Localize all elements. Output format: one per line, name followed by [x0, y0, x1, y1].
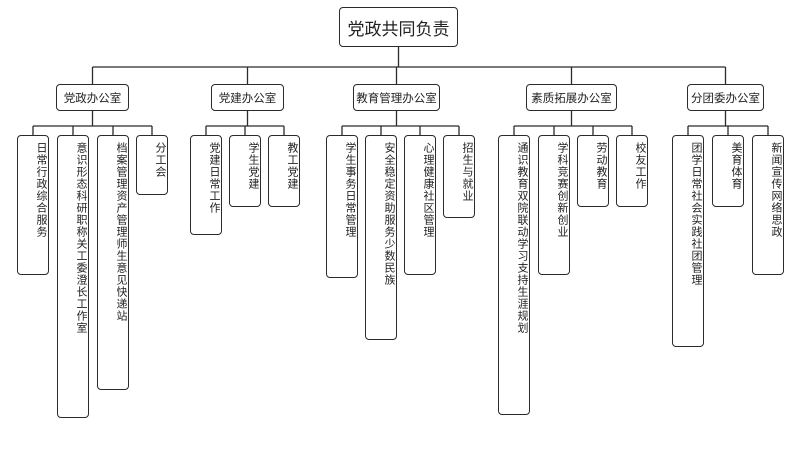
function-label: 档案管理: [115, 142, 128, 190]
function-node: 新闻宣传网络思政: [752, 135, 784, 275]
function-label: 分工会: [154, 142, 167, 178]
department-node: 党政办公室: [56, 84, 129, 111]
function-label: 社团管理: [690, 238, 703, 286]
function-label: 学生事务: [344, 142, 357, 190]
function-label: 学生党建: [247, 142, 260, 190]
function-label: 生涯规划: [516, 286, 529, 334]
function-node: 通识教育双院联动学习支持生涯规划: [498, 135, 530, 415]
function-node: 分工会: [136, 135, 168, 195]
function-label: 校友工作: [634, 142, 647, 190]
function-node: 教工党建: [268, 135, 300, 207]
function-node: 学生党建: [229, 135, 261, 207]
function-label: 心理健康: [422, 142, 435, 190]
function-label: 科研职称: [75, 190, 88, 238]
function-label: 日常管理: [344, 190, 357, 238]
department-node: 党建办公室: [211, 84, 284, 111]
function-label: 网络思政: [770, 190, 783, 238]
function-node: 党建日常工作: [190, 135, 222, 235]
function-node: 劳动教育: [577, 135, 609, 207]
function-label: 意识形态: [75, 142, 88, 190]
function-label: 双院联动: [516, 190, 529, 238]
function-label: 创新创业: [556, 190, 569, 238]
department-node: 教育管理办公室: [353, 84, 440, 111]
function-label: 新闻宣传: [770, 142, 783, 190]
function-label: 学科竞赛: [556, 142, 569, 190]
function-node: 安全稳定资助服务少数民族: [365, 135, 397, 340]
function-label: 资产管理: [115, 190, 128, 238]
function-node: 学科竞赛创新创业: [538, 135, 570, 275]
department-node: 分团委办公室: [687, 84, 764, 111]
root-node: 党政共同负责: [339, 7, 458, 47]
function-label: 师生意见快递站: [115, 238, 128, 322]
function-label: 日常行政: [35, 142, 48, 190]
function-label: 劳动教育: [595, 142, 608, 190]
function-node: 美育体育: [712, 135, 744, 207]
function-node: 招生与就业: [443, 135, 475, 218]
function-label: 美育体育: [730, 142, 743, 190]
function-node: 团学日常社会实践社团管理: [672, 135, 704, 347]
function-label: 社区管理: [422, 190, 435, 238]
function-label: 安全稳定: [383, 142, 396, 190]
function-label: 招生与就业: [461, 142, 474, 202]
function-label: 资助服务: [383, 190, 396, 238]
function-label: 综合服务: [35, 190, 48, 238]
function-node: 档案管理资产管理师生意见快递站: [97, 135, 129, 390]
function-label: 学习支持: [516, 238, 529, 286]
function-label: 关工委: [75, 238, 88, 274]
function-node: 心理健康社区管理: [404, 135, 436, 275]
function-node: 意识形态科研职称关工委澄长工作室: [57, 135, 89, 418]
department-node: 素质拓展办公室: [526, 84, 617, 111]
function-label: 澄长工作室: [75, 274, 88, 334]
function-label: 团学日常: [690, 142, 703, 190]
function-node: 学生事务日常管理: [326, 135, 358, 278]
function-label: 少数民族: [383, 238, 396, 286]
function-node: 校友工作: [616, 135, 648, 207]
function-node: 日常行政综合服务: [17, 135, 49, 275]
function-label: 教工党建: [286, 142, 299, 190]
function-label: 党建日常工作: [208, 142, 221, 214]
function-label: 社会实践: [690, 190, 703, 238]
function-label: 通识教育: [516, 142, 529, 190]
